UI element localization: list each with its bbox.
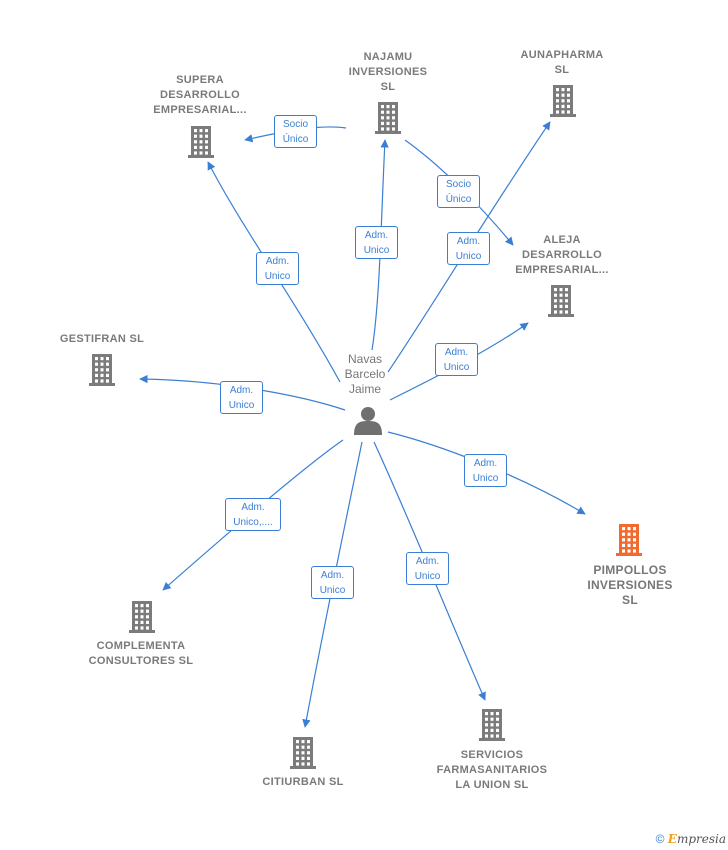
company-label-gestifran[interactable]: GESTIFRAN SL	[59, 333, 145, 345]
building-icon-citiurban[interactable]	[290, 737, 316, 769]
company-label-pimpollos[interactable]: PIMPOLLOS INVERSIONES SL	[587, 563, 673, 607]
person-icon[interactable]	[354, 407, 382, 435]
building-icon-gestifran[interactable]	[89, 354, 115, 386]
building-icon-supera[interactable]	[188, 126, 214, 158]
building-icon-najamu[interactable]	[375, 102, 401, 134]
building-icon-complementa[interactable]	[129, 601, 155, 633]
edge-label-center-to-pimpollos[interactable]: Adm. Unico	[464, 454, 507, 487]
edge-label-center-to-citiurban[interactable]: Adm. Unico	[311, 566, 354, 599]
edge-label-center-to-servicios[interactable]: Adm. Unico	[406, 552, 449, 585]
edge-label-center-to-supera[interactable]: Adm. Unico	[256, 252, 299, 285]
edge-label-center-to-gestifran[interactable]: Adm. Unico	[220, 381, 263, 414]
edge-label-center-to-complementa[interactable]: Adm. Unico,....	[225, 498, 281, 531]
building-icon-aunapharma[interactable]	[550, 85, 576, 117]
company-label-citiurban[interactable]: CITIURBAN SL	[262, 776, 344, 788]
building-icon-aleja[interactable]	[548, 285, 574, 317]
company-label-complementa[interactable]: COMPLEMENTA CONSULTORES SL	[88, 640, 194, 667]
icons-layer	[89, 85, 642, 769]
company-label-servicios[interactable]: SERVICIOS FARMASANITARIOS LA UNION SL	[436, 749, 548, 791]
building-icon-pimpollos[interactable]	[616, 524, 642, 556]
edge-label-najamu-to-supera[interactable]: Socio Único	[274, 115, 317, 148]
center-person-name[interactable]: Navas Barcelo Jaime	[344, 352, 386, 396]
edge-label-center-to-aunapharma[interactable]: Adm. Unico	[447, 232, 490, 265]
edge-label-center-to-aleja[interactable]: Adm. Unico	[435, 343, 478, 376]
building-icon-servicios[interactable]	[479, 709, 505, 741]
edge-label-najamu-to-aleja[interactable]: Socio Único	[437, 175, 480, 208]
copyright-symbol: ©	[655, 832, 665, 846]
brand-initial: E	[667, 832, 677, 846]
edge-label-center-to-najamu[interactable]: Adm. Unico	[355, 226, 398, 259]
footer-brand: © Empresia	[656, 832, 726, 846]
brand-name: mpresia	[676, 832, 726, 846]
company-label-aunapharma[interactable]: AUNAPHARMA SL	[520, 49, 604, 76]
company-label-supera[interactable]: SUPERA DESARROLLO EMPRESARIAL...	[153, 74, 247, 116]
company-label-aleja[interactable]: ALEJA DESARROLLO EMPRESARIAL...	[515, 234, 609, 276]
company-label-najamu[interactable]: NAJAMU INVERSIONES SL	[348, 51, 428, 93]
